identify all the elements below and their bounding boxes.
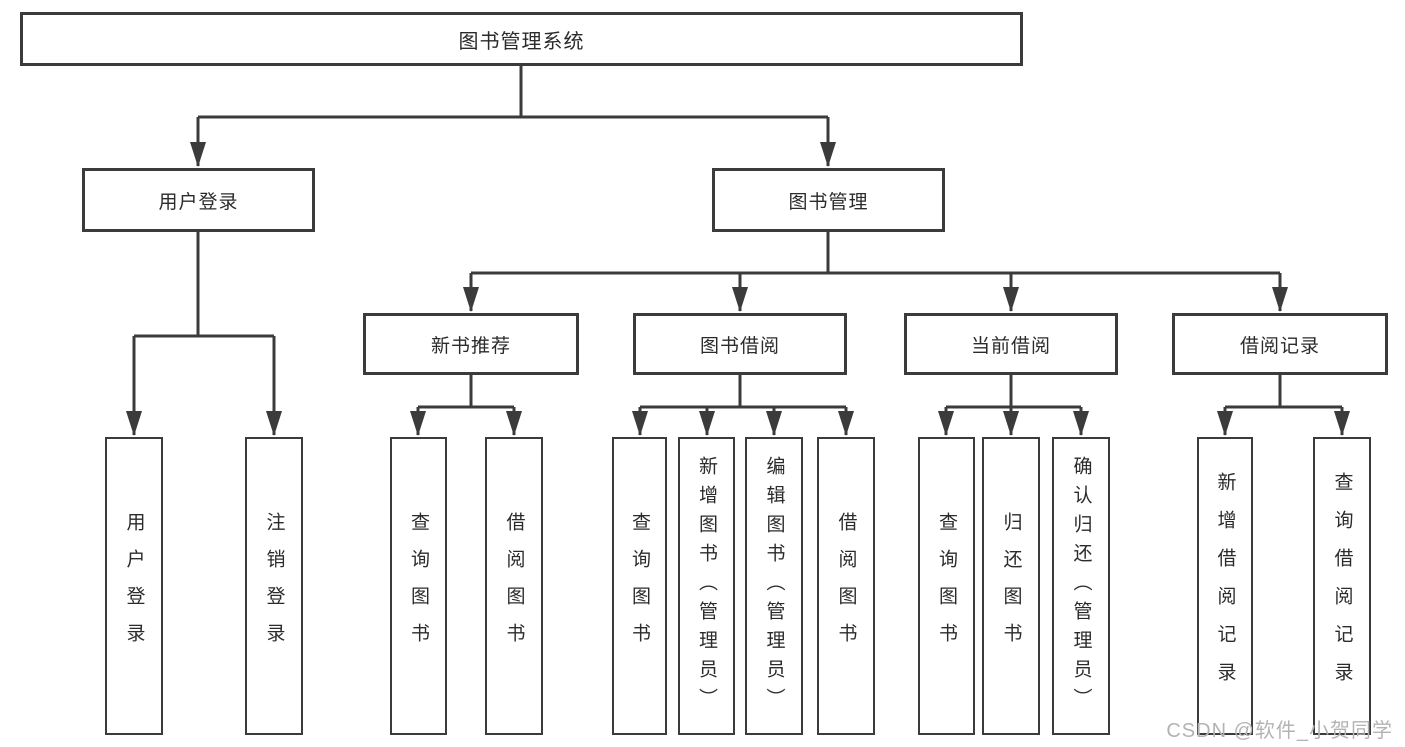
node-borrowing-records: 借阅记录 bbox=[1172, 313, 1388, 375]
leaf-edit-books-admin: 编辑图书（管理员） bbox=[745, 437, 803, 735]
leaf-query-books-current: 查询图书 bbox=[918, 437, 975, 735]
node-user-login: 用户登录 bbox=[82, 168, 315, 232]
leaf-label: 新增借阅记录 bbox=[1214, 472, 1236, 700]
leaf-query-borrow-record: 查询借阅记录 bbox=[1313, 437, 1371, 735]
connector-lines bbox=[126, 66, 1350, 436]
leaf-add-books-admin: 新增图书（管理员） bbox=[678, 437, 735, 735]
node-label: 新书推荐 bbox=[430, 335, 511, 357]
leaf-confirm-return-admin: 确认归还（管理员） bbox=[1052, 437, 1110, 735]
leaf-label: 借阅图书 bbox=[835, 512, 857, 660]
node-label: 图书借阅 bbox=[699, 335, 780, 357]
node-label: 用户登录 bbox=[158, 191, 239, 213]
connector-line bbox=[418, 375, 514, 409]
leaf-label: 注销登录 bbox=[263, 512, 285, 660]
leaf-label: 编辑图书（管理员） bbox=[763, 455, 785, 717]
node-label: 图书管理 bbox=[788, 191, 869, 213]
connector-line bbox=[198, 66, 828, 119]
leaf-label: 归还图书 bbox=[1000, 512, 1022, 660]
leaf-label: 新增图书（管理员） bbox=[696, 455, 717, 717]
leaf-logout: 注销登录 bbox=[245, 437, 303, 735]
leaf-label: 查询图书 bbox=[936, 512, 957, 660]
connector-line bbox=[134, 232, 274, 338]
connector-line bbox=[1225, 375, 1342, 409]
leaf-label: 确认归还（管理员） bbox=[1070, 455, 1092, 717]
node-label: 图书管理系统 bbox=[458, 30, 585, 53]
node-library-management-system: 图书管理系统 bbox=[20, 12, 1023, 66]
node-book-management: 图书管理 bbox=[712, 168, 945, 232]
connector-line bbox=[471, 232, 1280, 275]
leaf-add-borrow-record: 新增借阅记录 bbox=[1197, 437, 1253, 735]
node-new-book-recommendation: 新书推荐 bbox=[363, 313, 579, 375]
node-label: 当前借阅 bbox=[970, 335, 1051, 357]
node-book-borrowing: 图书借阅 bbox=[633, 313, 847, 375]
leaf-query-books-recommend: 查询图书 bbox=[390, 437, 447, 735]
leaf-borrow-books-recommend: 借阅图书 bbox=[485, 437, 543, 735]
leaf-borrow-books: 借阅图书 bbox=[817, 437, 875, 735]
leaf-label: 查询借阅记录 bbox=[1331, 472, 1353, 700]
leaf-query-books-borrowing: 查询图书 bbox=[612, 437, 667, 735]
leaf-return-books: 归还图书 bbox=[982, 437, 1040, 735]
leaf-label: 查询图书 bbox=[629, 512, 650, 660]
leaf-label: 查询图书 bbox=[408, 512, 429, 660]
leaf-label: 用户登录 bbox=[123, 512, 145, 660]
leaf-user-login: 用户登录 bbox=[105, 437, 163, 735]
connector-line bbox=[640, 375, 846, 409]
connector-line bbox=[946, 375, 1081, 409]
node-label: 借阅记录 bbox=[1239, 335, 1320, 357]
leaf-label: 借阅图书 bbox=[503, 512, 525, 660]
watermark: CSDN @软件_小贺同学 bbox=[1166, 720, 1393, 742]
node-current-borrowing: 当前借阅 bbox=[904, 313, 1118, 375]
